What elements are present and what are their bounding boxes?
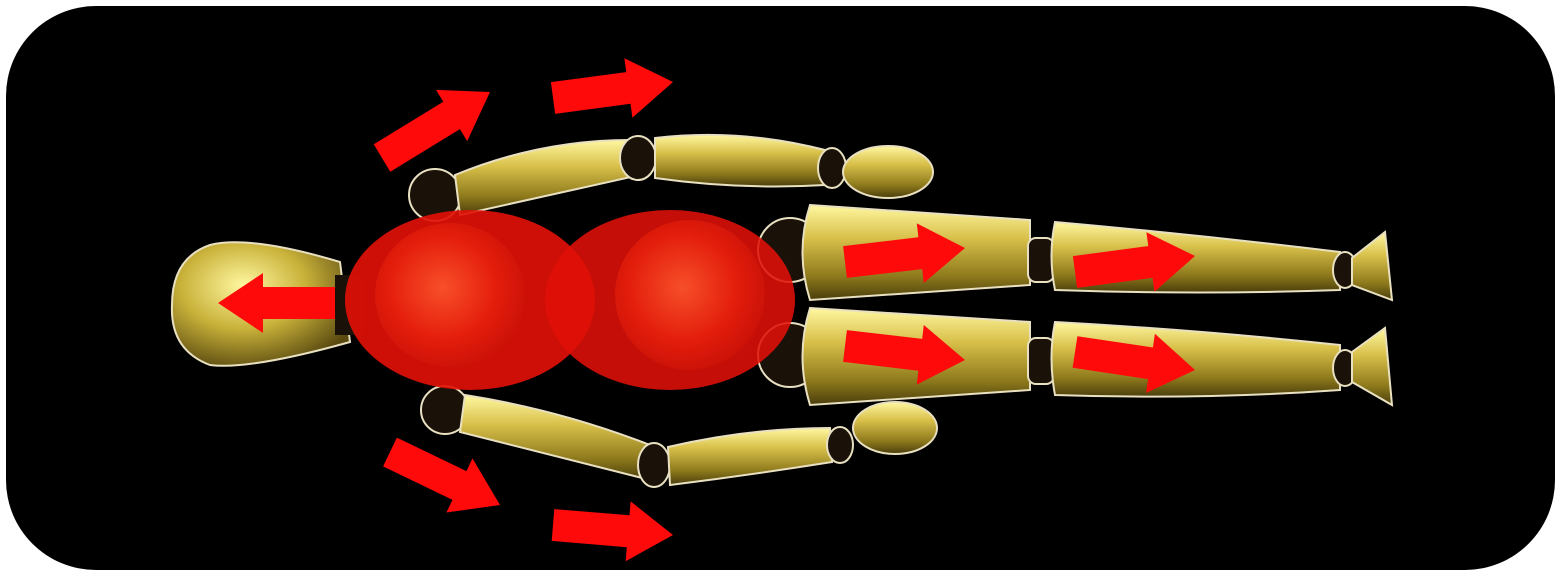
lower-upper-arm: [460, 395, 650, 480]
upper-arm-arrow-2: [551, 58, 673, 117]
lower-arm-arrow-1: [383, 438, 500, 513]
upper-hand: [843, 146, 933, 198]
upper-arm-arrow-1: [374, 90, 490, 172]
lower-elbow-joint: [638, 443, 670, 487]
lower-knee-joint: [1028, 338, 1054, 384]
upper-knee-joint: [1028, 238, 1054, 282]
torso: [345, 210, 795, 390]
lower-hand: [853, 402, 937, 454]
diagram-panel: [6, 6, 1555, 570]
lower-torso-shape: [615, 220, 765, 370]
upper-forearm: [655, 135, 825, 187]
upper-elbow-joint: [620, 136, 656, 180]
lower-wrist-joint: [827, 427, 853, 463]
lower-foot: [1352, 328, 1392, 405]
mannequin-diagram: [6, 6, 1555, 570]
lower-arm-arrow-2: [552, 501, 673, 561]
upper-foot: [1352, 232, 1392, 300]
legs: [758, 205, 1392, 405]
lower-forearm: [668, 428, 832, 485]
upper-upper-arm: [455, 140, 640, 215]
upper-wrist-joint: [818, 148, 846, 188]
upper-torso-shape: [375, 223, 525, 367]
